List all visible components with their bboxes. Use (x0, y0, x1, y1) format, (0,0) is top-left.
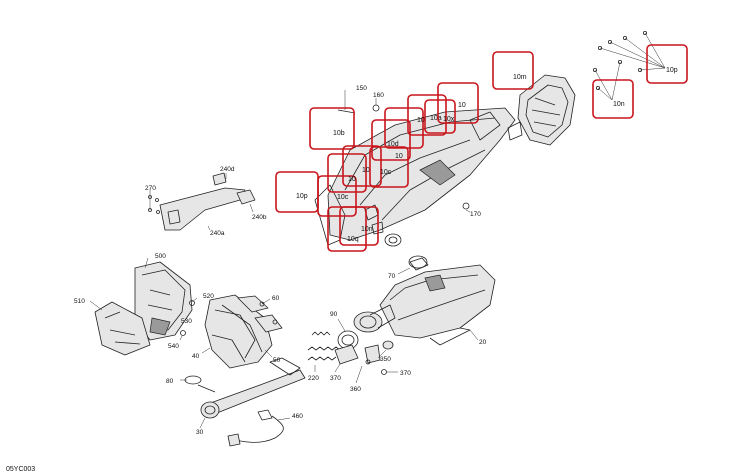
highlight-box-10n (339, 206, 379, 246)
highlight-box-10n-right (592, 79, 634, 119)
exhaust-pipe (180, 357, 306, 429)
callout-10f: 10 (362, 167, 370, 174)
callout-10g: 10 (348, 176, 356, 183)
callout-460: 460 (292, 413, 303, 420)
highlight-box-10p-left (275, 171, 319, 213)
heat-shield-assembly (314, 107, 516, 247)
callout-170: 170 (470, 211, 481, 218)
callout-370-left: 370 (330, 375, 341, 382)
callout-50: 50 (273, 357, 281, 364)
callout-520: 520 (203, 293, 214, 300)
highlight-box-10i (407, 94, 447, 136)
muffler-end-cap (507, 74, 576, 146)
callout-10m: 10m (513, 74, 527, 81)
callout-10h: 10 (395, 153, 403, 160)
bracket-240 (148, 172, 256, 231)
callout-80: 80 (166, 378, 174, 385)
callout-10c-left: 10c (337, 194, 349, 201)
highlight-box-10c (369, 146, 409, 188)
callout-370-right: 370 (400, 370, 411, 377)
callout-10x: 10x (443, 116, 455, 123)
callout-10q: 10q (347, 236, 359, 243)
springs (307, 331, 341, 372)
callout-60: 60 (272, 295, 280, 302)
callout-10a: 10a (430, 115, 442, 122)
highlight-box-10a (424, 99, 456, 134)
callout-30: 30 (196, 429, 204, 436)
highlight-box-10h (384, 107, 424, 149)
highlight-box-10m (492, 51, 534, 90)
callout-10p-left: 10p (296, 193, 308, 200)
callout-240d: 240d (220, 166, 235, 173)
callout-530: 530 (181, 318, 192, 325)
highlight-box-10b (309, 107, 355, 150)
callout-20: 20 (479, 339, 487, 346)
callout-240b: 240b (252, 214, 267, 221)
callout-10n: 10n (361, 226, 373, 233)
highlight-box-10j (437, 82, 479, 124)
callout-40: 40 (192, 353, 200, 360)
callout-10d: 10d (387, 141, 399, 148)
callout-360: 360 (350, 386, 361, 393)
highlight-box-10p-right (646, 44, 688, 84)
callout-10p-right: 10p (666, 67, 678, 74)
muffler (353, 255, 496, 359)
highlight-box-10f (342, 145, 382, 187)
oxygen-sensor (227, 409, 291, 447)
callout-10c: 10c (380, 169, 392, 176)
callout-10j: 10 (458, 102, 466, 109)
callout-270: 270 (145, 185, 156, 192)
highlight-box-10c-left (317, 175, 357, 217)
screw-set (593, 30, 666, 101)
highlighted-callouts: 10m 10p 10n 10b 10p 10c 10q 10n 10 10 10… (275, 44, 688, 252)
callout-540: 540 (168, 343, 179, 350)
callout-500: 500 (155, 253, 166, 260)
callout-160: 160 (373, 92, 384, 99)
manifold-heat-shield (89, 257, 198, 356)
callout-10n-right: 10n (613, 101, 625, 108)
callout-510: 510 (74, 298, 85, 305)
highlight-box-10g (327, 153, 367, 193)
callout-labels: 150 160 240d 240b 240a 270 170 500 510 5… (74, 85, 487, 436)
callout-70: 70 (388, 273, 396, 280)
exhaust-manifold (201, 294, 283, 369)
callout-150: 150 (356, 85, 367, 92)
callout-10i: 10 (417, 117, 425, 124)
diagram-code: 05YC003 (6, 466, 35, 473)
callout-350: 350 (380, 356, 391, 363)
callout-240a: 240a (210, 230, 225, 237)
callout-90: 90 (330, 311, 338, 318)
highlight-box-10d (371, 119, 411, 161)
gasket-clamp (334, 318, 398, 384)
callout-220: 220 (308, 375, 319, 382)
callout-10b: 10b (333, 130, 345, 137)
